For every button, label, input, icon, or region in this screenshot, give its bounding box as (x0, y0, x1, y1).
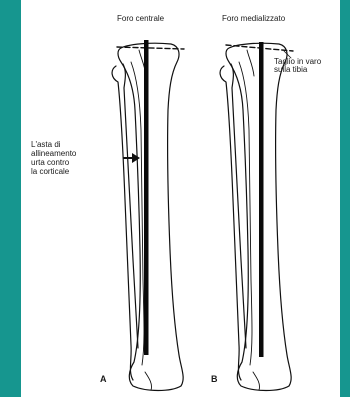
tibia-a-outline (118, 43, 183, 390)
alignment-rod-a (144, 40, 149, 355)
annotation-asta-line-1: L'asta di (31, 140, 76, 149)
diagram-panel: Foro centrale Foro medializzato L'asta d… (21, 0, 340, 397)
title-foro-centrale: Foro centrale (117, 14, 164, 23)
tibia-b-crest (247, 50, 254, 76)
alignment-rod-b (259, 42, 264, 357)
tibia-b-cortex (239, 62, 252, 365)
figure-b (220, 42, 293, 391)
fibula-b-outline (220, 64, 246, 380)
annotation-taglio-line-2: sulla tibia (274, 66, 321, 74)
figure-letter-b: B (211, 375, 218, 384)
title-foro-medializzato: Foro medializzato (222, 14, 285, 23)
plateau-line-a (117, 47, 184, 49)
fibula-a-outline (112, 64, 138, 380)
tibia-b-malleolus (253, 372, 260, 390)
tibia-a-malleolus (145, 372, 152, 390)
impact-arrowhead (132, 153, 140, 163)
annotation-asta: L'asta di allineamento urta contro la co… (31, 140, 76, 176)
left-frame-border (0, 0, 21, 397)
tibia-b-outline (226, 43, 291, 390)
figure-letter-a: A (100, 375, 107, 384)
annotation-asta-line-4: la corticale (31, 167, 76, 176)
tibia-a-cortex (131, 62, 144, 365)
annotation-taglio: Taglio in varo sulla tibia (274, 58, 321, 74)
right-frame-border (340, 0, 350, 397)
figure-a (112, 40, 184, 391)
annotation-asta-line-3: urta contro (31, 158, 76, 167)
annotation-asta-line-2: allineamento (31, 149, 76, 158)
